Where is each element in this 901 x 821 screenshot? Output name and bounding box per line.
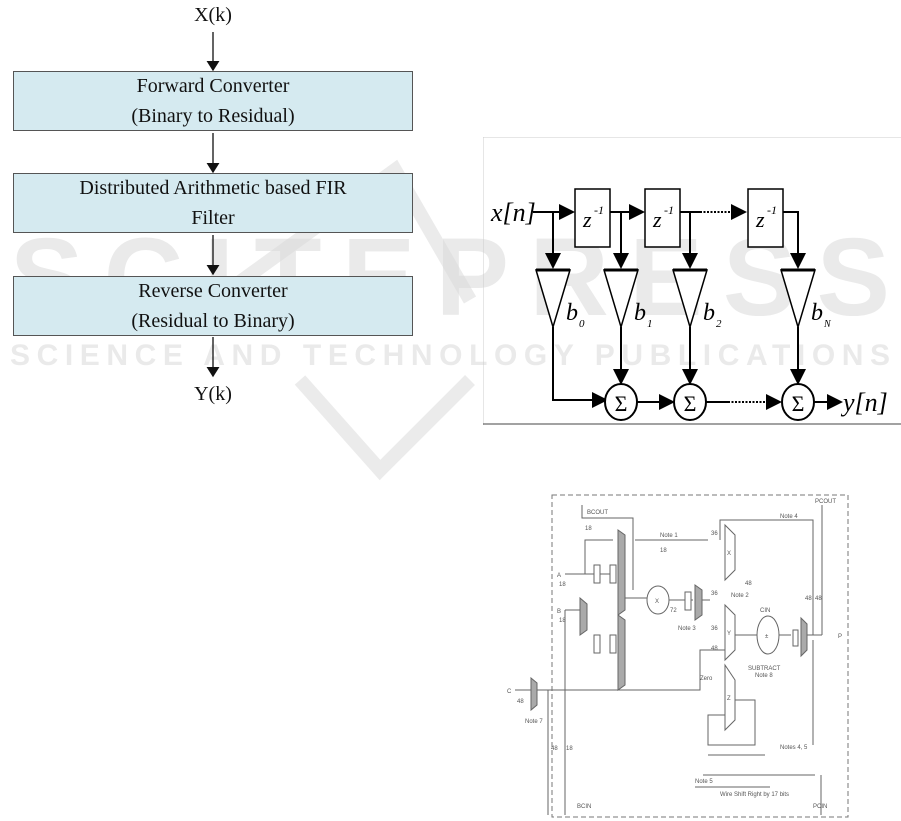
svg-text:z: z <box>755 207 765 232</box>
flow-arrows <box>206 32 220 378</box>
reverse-converter-box: Reverse Converter (Residual to Binary) <box>13 276 413 336</box>
width-label: 72 <box>670 608 677 614</box>
pcout-label: PCOUT <box>815 499 836 505</box>
box-line1: Forward Converter <box>136 75 290 97</box>
adder: Σ <box>781 383 815 421</box>
gain-b2: b 2 <box>671 268 722 330</box>
note4-label: Note 4 <box>780 514 798 520</box>
note1-label: Note 1 <box>660 533 678 539</box>
svg-text:2: 2 <box>716 318 722 330</box>
width-label: 48 <box>805 596 812 602</box>
subtract-label: SUBTRACT <box>748 666 781 672</box>
z-mux-label: Z <box>727 696 731 702</box>
c-input-label: C <box>507 689 512 695</box>
da-fir-filter-box: Distributed Arithmetic based FIR Filter <box>13 173 413 233</box>
x-mux-label: X <box>727 551 731 557</box>
svg-text:b: b <box>634 300 646 326</box>
width-label: 48 <box>711 646 718 652</box>
addsub-symbol: ± <box>765 634 769 640</box>
gain-b1: b 1 <box>602 268 653 330</box>
width-label: 18 <box>566 746 573 752</box>
svg-text:-1: -1 <box>594 203 604 217</box>
delay-box: z -1 <box>574 188 611 248</box>
dsp48-slice-diagram: BCOUT PCOUT A B C P X X Y Z ± CIN SUBTRA… <box>507 494 849 818</box>
width-label: 48 <box>815 596 822 602</box>
width-label: 48 <box>745 581 752 587</box>
svg-text:1: 1 <box>647 318 653 330</box>
p-output-label: P <box>838 634 842 640</box>
svg-text:b: b <box>703 300 715 326</box>
notes45-label: Notes 4, 5 <box>780 745 808 751</box>
gain-bN: b N <box>779 268 832 330</box>
adder: Σ <box>604 383 638 421</box>
svg-text:Σ: Σ <box>684 391 697 416</box>
svg-text:Σ: Σ <box>792 391 805 416</box>
width-label: 48 <box>517 699 524 705</box>
forward-converter-box: Forward Converter (Binary to Residual) <box>13 71 413 131</box>
bcin-label: BCIN <box>577 804 591 810</box>
width-label: 36 <box>711 626 718 632</box>
box-line1: Reverse Converter <box>138 280 288 302</box>
input-signal-label: x[n] <box>490 198 536 227</box>
svg-text:-1: -1 <box>664 203 674 217</box>
adder: Σ <box>673 383 707 421</box>
svg-text:0: 0 <box>579 318 585 330</box>
box-line2: (Residual to Binary) <box>131 310 295 332</box>
svg-text:-1: -1 <box>767 203 777 217</box>
wire-shift-label: Wire Shift Right by 17 bits <box>720 792 789 798</box>
svg-text:N: N <box>823 319 832 330</box>
slice-boundary <box>551 494 849 818</box>
svg-text:z: z <box>582 207 592 232</box>
svg-text:Σ: Σ <box>615 391 628 416</box>
gain-b0: b 0 <box>534 268 585 330</box>
width-label: 18 <box>585 526 592 532</box>
box-line2: (Binary to Residual) <box>131 105 295 127</box>
width-label: 36 <box>711 591 718 597</box>
flow-output-label: Y(k) <box>194 383 232 405</box>
flow-input-label: X(k) <box>194 4 232 26</box>
width-label: 18 <box>660 548 667 554</box>
multiplier-symbol: X <box>655 599 659 605</box>
svg-text:b: b <box>811 300 823 326</box>
svg-text:b: b <box>566 300 578 326</box>
note8-label: Note 8 <box>755 673 773 679</box>
note7-label: Note 7 <box>525 719 543 725</box>
b-input-label: B <box>557 609 561 615</box>
note5-label: Note 5 <box>695 779 713 785</box>
delay-box: z -1 <box>747 188 784 248</box>
pcin-label: PCIN <box>813 804 827 810</box>
width-label: 18 <box>559 618 566 624</box>
note2-label: Note 2 <box>731 593 749 599</box>
a-input-label: A <box>557 573 561 579</box>
box-line2: Filter <box>191 207 235 229</box>
output-signal-label: y[n] <box>840 388 888 417</box>
note3-label: Note 3 <box>678 626 696 632</box>
width-label: 18 <box>559 582 566 588</box>
width-label: 36 <box>711 531 718 537</box>
box-line1: Distributed Arithmetic based FIR <box>79 177 347 199</box>
bcout-label: BCOUT <box>587 510 608 516</box>
cin-label: CIN <box>760 608 770 614</box>
delay-box: z -1 <box>644 188 681 248</box>
svg-text:z: z <box>652 207 662 232</box>
zero-label: Zero <box>700 676 713 682</box>
fir-diagram: x[n] z -1 z -1 z -1 b 0 b 1 b 2 <box>483 137 901 425</box>
width-label: 48 <box>551 746 558 752</box>
y-mux-label: Y <box>727 631 731 637</box>
